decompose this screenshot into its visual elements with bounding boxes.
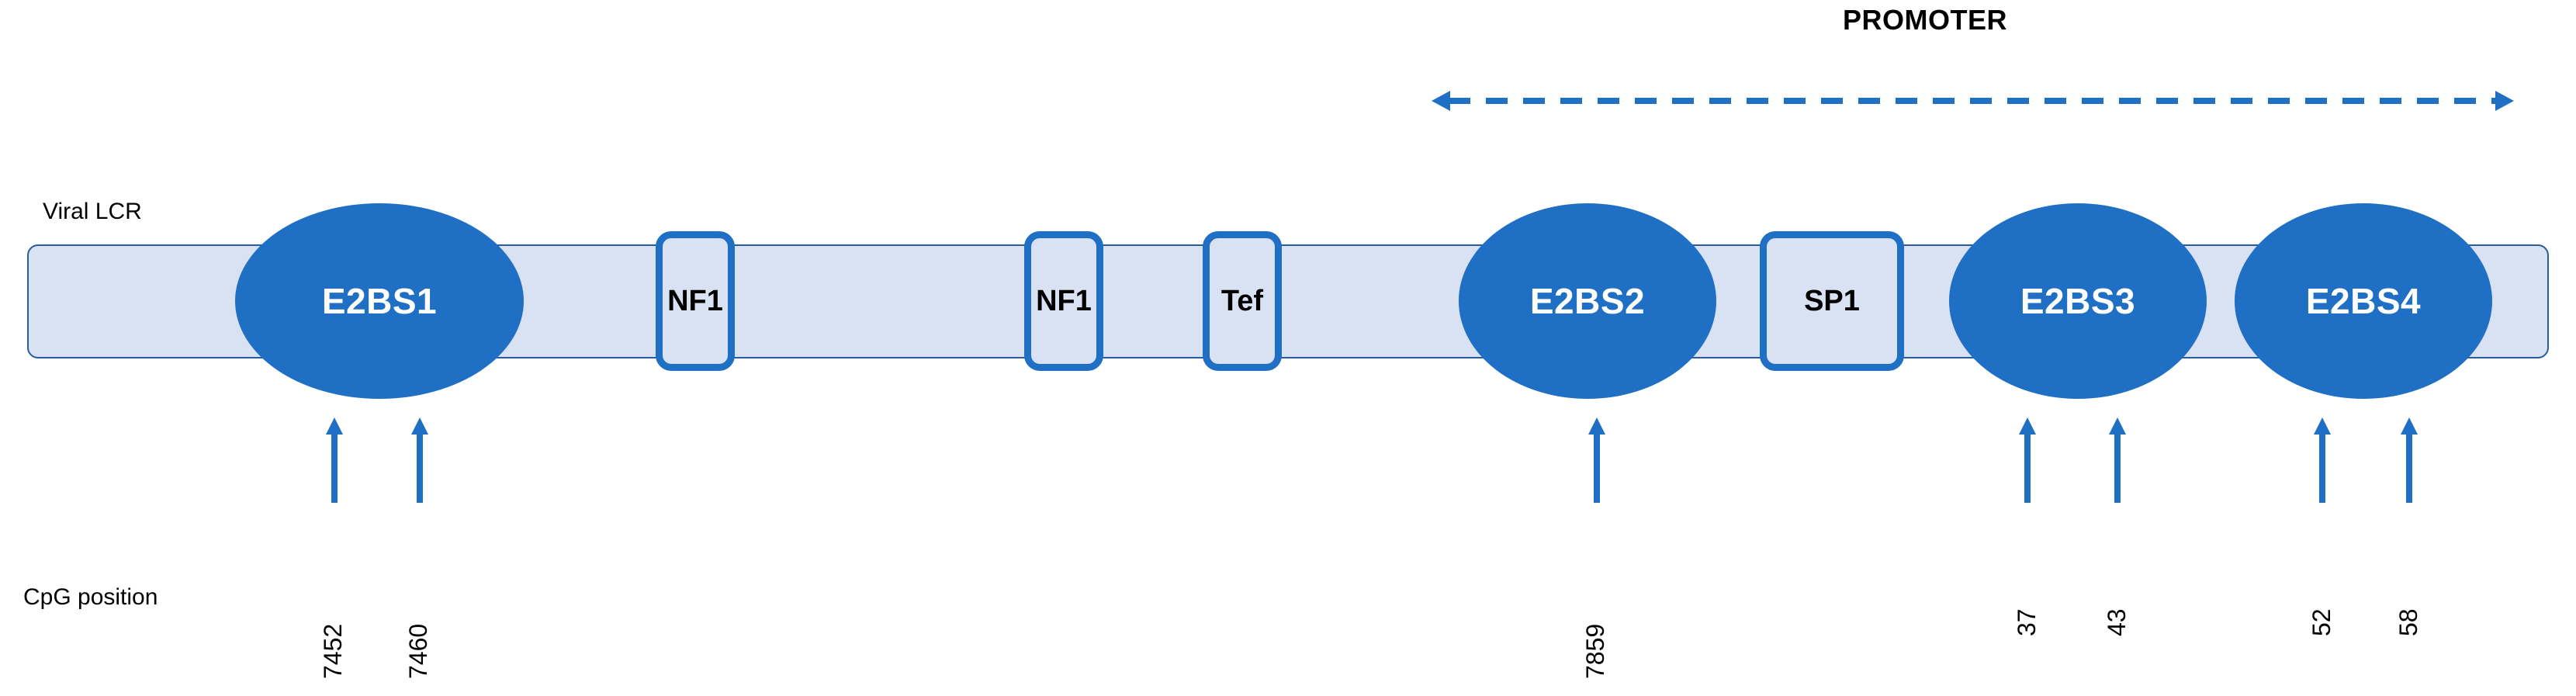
arrow-shaft [417, 431, 423, 503]
binding-site-label: NF1 [1036, 285, 1092, 317]
cpg-arrow-58 [2401, 417, 2418, 503]
promoter-range-arrow [1432, 91, 2514, 111]
arrow-shaft [2406, 431, 2412, 503]
arrow-head-up-icon [411, 417, 428, 435]
binding-site-label: E2BS1 [321, 281, 438, 321]
cpg-arrow-43 [2109, 417, 2126, 503]
cpg-position-label: CpG position [23, 584, 158, 610]
binding-site-e2bs4[interactable]: E2BS4 [2235, 203, 2492, 399]
binding-site-e2bs3[interactable]: E2BS3 [1949, 203, 2207, 399]
arrow-head-up-icon [2314, 417, 2331, 435]
binding-site-tef[interactable]: Tef [1203, 231, 1282, 371]
arrow-head-up-icon [2401, 417, 2418, 435]
binding-site-label: E2BS2 [1529, 281, 1646, 321]
viral-lcr-label: Viral LCR [43, 199, 142, 224]
arrow-shaft [2114, 431, 2121, 503]
cpg-value-7452: 7452 [319, 623, 347, 679]
arrow-head-up-icon [2019, 417, 2036, 435]
arrow-shaft [2024, 431, 2031, 503]
cpg-arrow-7460 [411, 417, 428, 503]
cpg-arrow-52 [2314, 417, 2331, 503]
cpg-value-7859: 7859 [1581, 623, 1609, 679]
cpg-arrow-7452 [326, 417, 343, 503]
arrow-head-up-icon [1588, 417, 1605, 435]
arrow-head-up-icon [2109, 417, 2126, 435]
cpg-arrow-7859 [1588, 417, 1605, 503]
cpg-arrow-37 [2019, 417, 2036, 503]
arrow-shaft [2319, 431, 2325, 503]
cpg-value-37: 37 [2013, 608, 2041, 636]
binding-site-label: E2BS4 [2305, 281, 2422, 321]
dashed-line [1449, 98, 2497, 104]
binding-site-label: Tef [1220, 285, 1264, 317]
cpg-value-58: 58 [2394, 608, 2422, 636]
binding-site-sp1[interactable]: SP1 [1760, 231, 1904, 371]
binding-site-label: E2BS3 [2020, 281, 2136, 321]
binding-site-label: SP1 [1804, 285, 1860, 317]
cpg-value-52: 52 [2308, 608, 2335, 636]
arrow-head-up-icon [326, 417, 343, 435]
arrow-shaft [331, 431, 338, 503]
binding-site-e2bs1[interactable]: E2BS1 [235, 203, 524, 399]
arrow-shaft [1594, 431, 1600, 503]
cpg-value-7460: 7460 [404, 623, 432, 679]
binding-site-nf1-first[interactable]: NF1 [656, 231, 735, 371]
binding-site-label: NF1 [667, 285, 723, 317]
binding-site-nf1-second[interactable]: NF1 [1024, 231, 1103, 371]
arrow-head-left-icon [1432, 91, 1450, 111]
arrow-head-right-icon [2495, 91, 2514, 111]
cpg-value-43: 43 [2103, 608, 2131, 636]
binding-site-e2bs2[interactable]: E2BS2 [1459, 203, 1716, 399]
promoter-title: PROMOTER [1843, 4, 2008, 36]
